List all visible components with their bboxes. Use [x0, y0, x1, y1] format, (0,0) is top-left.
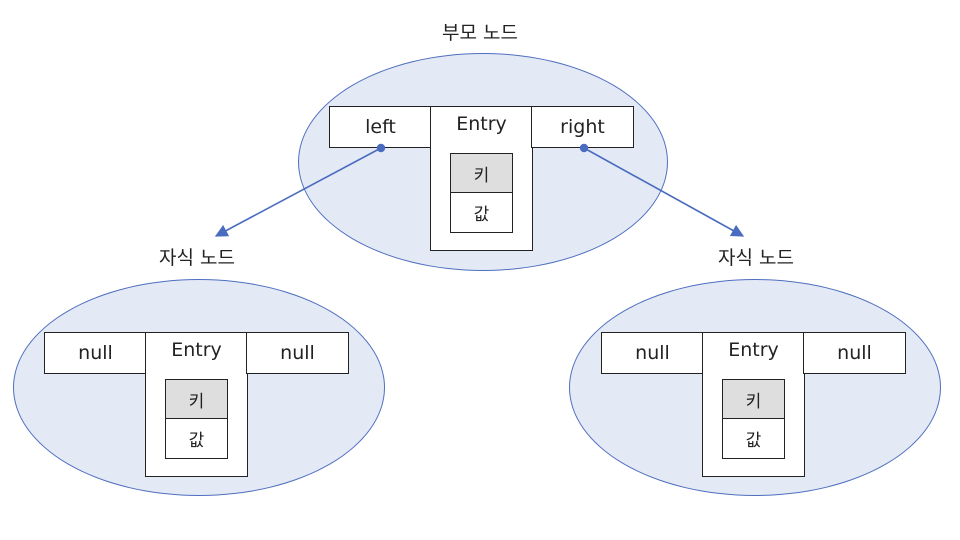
parent-node-title: 부모 노드 [442, 22, 518, 44]
left-child-title: 자식 노드 [159, 247, 235, 269]
left-child-left-field: null [44, 332, 147, 374]
parent-value-cell: 값 [450, 192, 513, 233]
left-pointer-origin-dot [376, 143, 386, 153]
right-pointer-origin-dot [579, 143, 589, 153]
right-child-entry-label: Entry [728, 339, 779, 361]
left-child-right-field: null [246, 332, 349, 374]
parent-key-cell: 키 [450, 153, 513, 194]
right-child-right-field: null [803, 332, 906, 374]
right-child-left-field: null [601, 332, 704, 374]
right-child-key-cell: 키 [722, 379, 785, 420]
right-child-title: 자식 노드 [718, 247, 794, 269]
right-pointer-arrow [583, 147, 745, 237]
right-child-value-cell: 값 [722, 418, 785, 459]
left-child-key-cell: 키 [165, 379, 228, 420]
left-child-entry-label: Entry [171, 339, 222, 361]
left-child-value-cell: 값 [165, 418, 228, 459]
left-pointer-arrow [214, 147, 382, 237]
parent-entry-label: Entry [456, 113, 507, 135]
